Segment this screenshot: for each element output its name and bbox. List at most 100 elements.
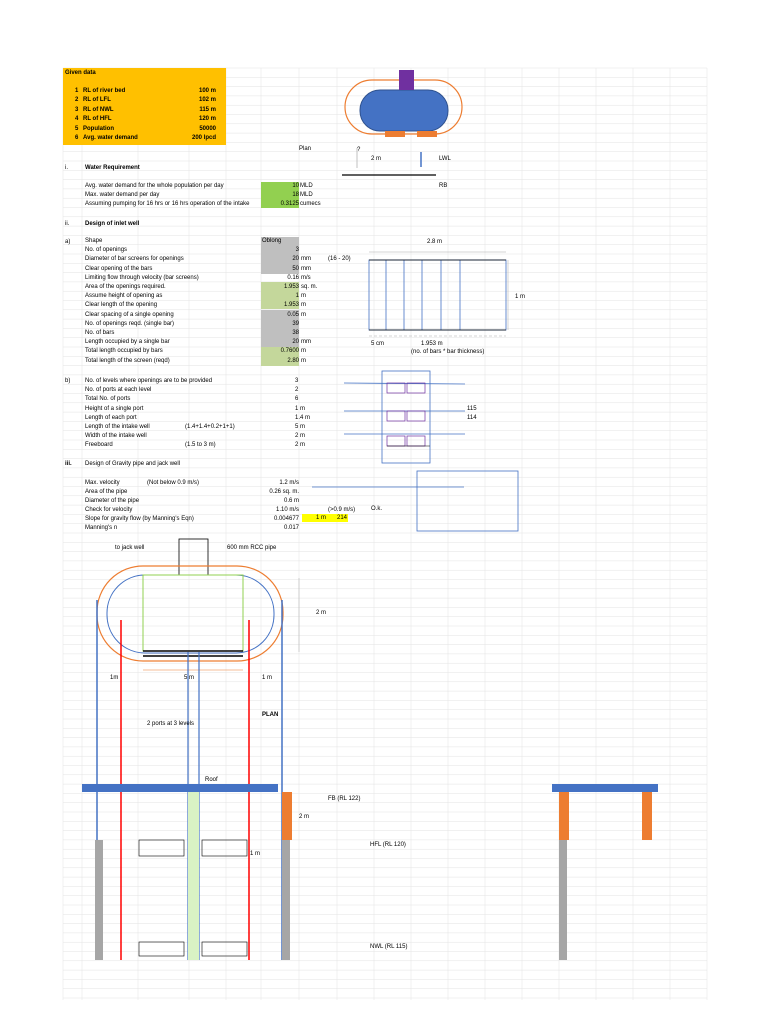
label-1m-c: 1 m (250, 851, 261, 857)
secB-row-value: 6 (295, 396, 299, 403)
secA-row-value: 3 (295, 247, 299, 254)
secA-row-unit: m (301, 357, 306, 364)
given-row-num: 6 (75, 135, 79, 141)
secB-row-value: 1.4 m (295, 414, 311, 421)
secA-row-label: Assume height of opening as (85, 293, 163, 300)
sec3-row-label: Manning's n (85, 525, 118, 531)
sec3-row-label: Slope for gravity flow (by Manning's Eqn… (85, 516, 194, 522)
sec3-row-value: 1.10 m/s (275, 507, 299, 513)
secB-row-label: Height of a single port (85, 405, 144, 412)
sec1-row-unit: MLD (300, 192, 313, 198)
secB-row-value: 2 (295, 387, 299, 394)
label-1m-left: 1m (110, 675, 119, 681)
label-rl115: 115 (467, 406, 477, 412)
secA-lgreen-cells-2 (261, 347, 299, 366)
sec1-title: Water Requirement (85, 165, 140, 171)
secA-row-unit: mm (301, 339, 311, 346)
port-levels-drawing (343, 370, 466, 464)
label-2m: 2 m (371, 156, 382, 162)
given-data-box (63, 68, 226, 145)
sec3-num: iii. (65, 461, 72, 467)
sec3-row-extra: (>0.9 m/s) (328, 507, 356, 513)
bar-screen-drawing (368, 251, 509, 337)
secA-row-label: No. of bars (85, 330, 115, 336)
sec3-title: Design of Gravity pipe and jack well (85, 461, 181, 467)
secA-row-label: No. of openings (85, 247, 128, 254)
secA-row-value: 0.05 (287, 311, 299, 318)
label-5cm: 5 cm (371, 341, 385, 347)
label-q: ? (357, 147, 361, 153)
secB-row-note: (1.5 to 3 m) (185, 442, 216, 449)
secB-row-label: Total No. of ports (85, 396, 131, 403)
sec2-num: ii. (65, 221, 70, 227)
given-row-value: 102 m (198, 97, 216, 104)
given-row-num: 2 (75, 97, 79, 104)
sec1-row-label: Avg. water demand for the whole populati… (85, 183, 224, 189)
given-row-num: 1 (75, 88, 79, 94)
secA-row-value: 1 (295, 293, 299, 300)
secA-row-unit: mm (301, 265, 311, 272)
secA-row-label: Total length occupied by bars (85, 348, 163, 355)
sec3-row-label: Diameter of the pipe (85, 498, 140, 504)
given-row-label: RL of river bed (83, 88, 126, 94)
label-plan: PLAN (262, 712, 279, 718)
secB-row-note: (1.4+1.4+0.2+1+1) (185, 424, 235, 430)
secB-row-value: 3 (295, 378, 299, 384)
secA-gray-cells (261, 237, 299, 274)
sec3-row-note: (Not below 0.9 m/s) (147, 480, 200, 486)
secA-row-unit: sq. m. (301, 284, 318, 290)
secB-row-label: Width of the intake well (85, 433, 147, 440)
label-pipe: 600 mm RCC pipe (227, 545, 277, 551)
secA-row-value: 2.80 (287, 357, 299, 364)
given-row-num: 4 (75, 116, 79, 123)
secB-row-value: 5 m (295, 424, 306, 430)
label-1m-right: 1 m (262, 675, 273, 681)
sec1-row-value: 0.3125 (280, 201, 299, 207)
secB-row-value: 2 m (295, 433, 306, 440)
secA-lgreen-cells (261, 282, 299, 309)
sec1-value-cells (261, 182, 299, 208)
sec1-row-label: Max. water demand per day (85, 192, 160, 198)
sec3-row-label: Max. velocity (85, 480, 120, 486)
sec1-row-unit: MLD (300, 183, 313, 189)
secA-row-label: No. of openings reqd. (single bar) (85, 320, 175, 327)
secA-row-label: Area of the openings required. (85, 284, 166, 290)
slope-b: 214 (337, 515, 348, 521)
secA-row-value: 38 (292, 330, 299, 336)
given-row-label: RL of HFL (83, 116, 112, 123)
secA-row-value: 1.953 (283, 284, 299, 290)
label-plan-top: Plan (299, 146, 312, 152)
label-to-jack-well: to jack well (115, 545, 145, 551)
right-elevation-drawing (552, 784, 658, 960)
secA-row-value: Oblong (262, 238, 282, 244)
given-row-num: 5 (75, 125, 79, 132)
label-screen-length: 2.8 m (427, 239, 443, 245)
secA-row-label: Total length of the screen (reqd) (85, 357, 170, 364)
secA-row-value: 20 (292, 256, 299, 263)
sec2-title: Design of inlet well (85, 221, 140, 227)
secB-row-label: Freeboard (85, 442, 113, 449)
sec1-num: i. (65, 165, 68, 171)
label-2m-b: 2 m (316, 610, 327, 616)
given-data-title: Given data (65, 70, 96, 76)
secA-row-value: 1.953 (283, 302, 299, 309)
sec3-row-label: Area of the pipe (85, 489, 128, 495)
secA-row-value: 39 (292, 320, 299, 327)
secA-row-value: 50 (292, 265, 299, 272)
label-bars-note: (no. of bars * bar thickness) (411, 349, 485, 355)
label-roof: Roof (205, 777, 218, 783)
secB-num: b) (65, 378, 71, 384)
given-row-label: Population (83, 125, 114, 132)
secA-row-label: Limiting flow through velocity (bar scre… (85, 274, 199, 281)
sec3-row-value: 0.004677 (273, 516, 299, 522)
secB-row-label: No. of ports at each level (85, 387, 152, 394)
slope-highlight (302, 514, 348, 522)
sec1-row-value: 10 (292, 183, 299, 189)
secB-row-label: Length of each port (85, 414, 137, 421)
given-row-label: Avg. water demand (83, 135, 138, 141)
label-nwl: NWL (RL 115) (370, 944, 408, 950)
main-plan-drawing (96, 538, 300, 671)
secA-row-value: 20 (292, 339, 299, 346)
given-row-num: 3 (75, 106, 79, 113)
